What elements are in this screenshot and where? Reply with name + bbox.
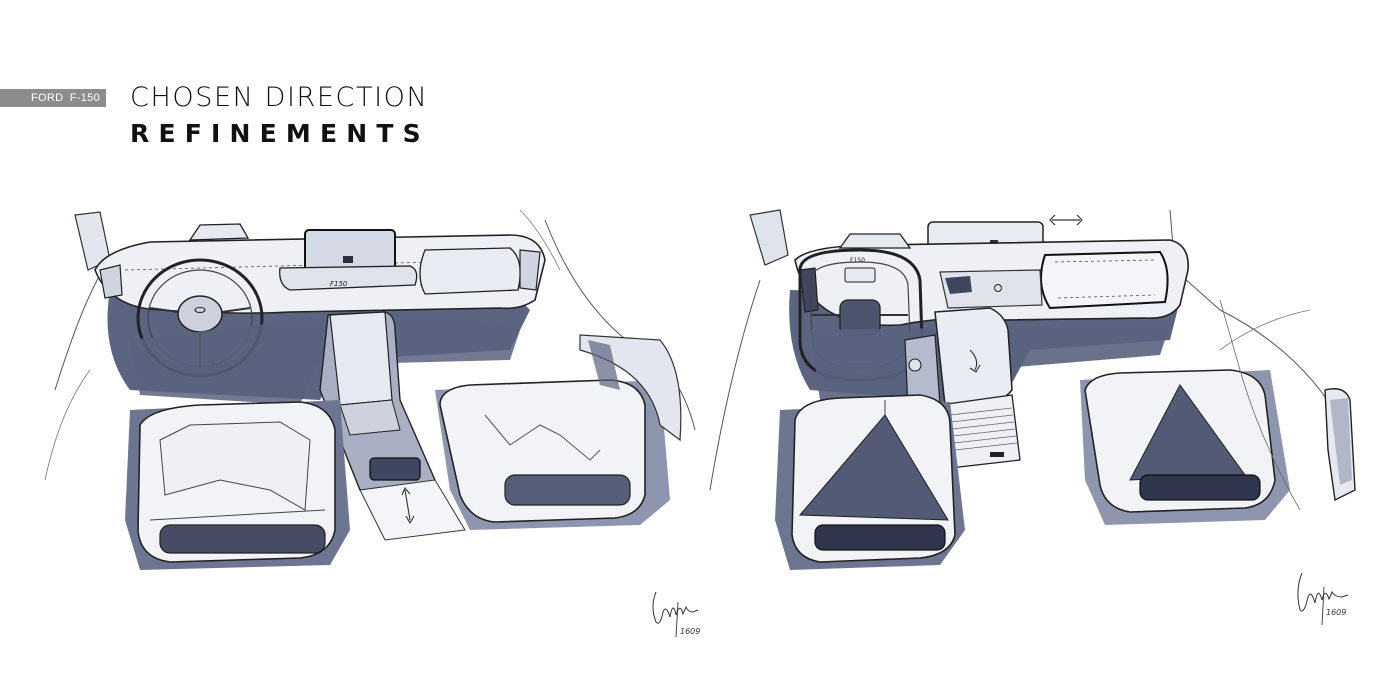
artist-signature-right: 1609 xyxy=(1292,565,1352,630)
wheel-badge: F150 xyxy=(850,257,865,264)
dash-badge: F150 xyxy=(330,280,348,288)
interior-sketch-left-illustration: F150 F150 xyxy=(44,209,696,570)
interior-sketch-right-illustration: F150 xyxy=(709,209,1356,570)
signature-date-right: 1609 xyxy=(1326,608,1346,617)
interior-sketch-right: F150 xyxy=(700,190,1380,630)
signature-date-left: 1609 xyxy=(680,627,700,636)
page-subtitle: REFINEMENTS xyxy=(130,119,430,148)
page-title: CHOSEN DIRECTION xyxy=(130,82,429,113)
interior-sketch-left: F150 F150 xyxy=(40,190,700,630)
model-label: FORD F-150 xyxy=(0,89,106,107)
artist-signature-left: 1609 xyxy=(648,582,703,642)
